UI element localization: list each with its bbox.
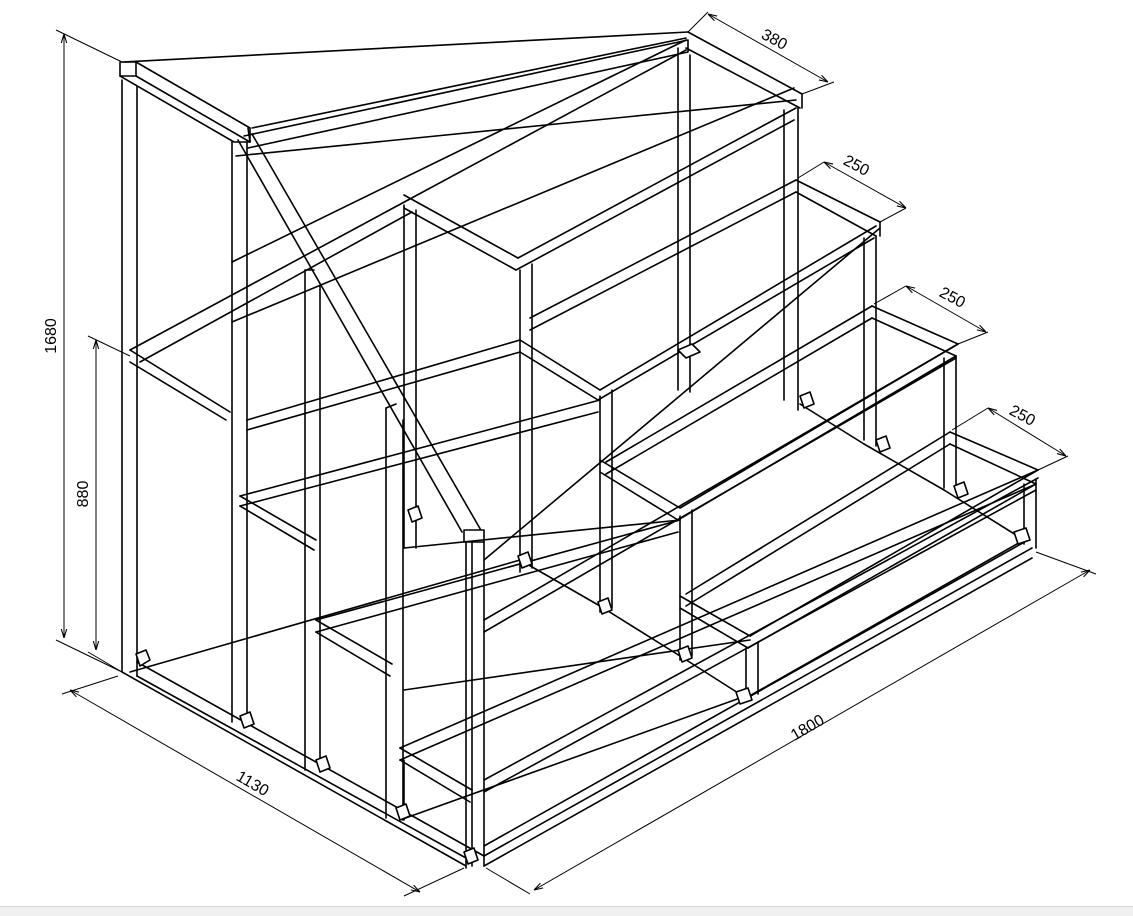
bottom-front-rail <box>483 539 1033 867</box>
dim-tread-2-label: 250 <box>936 284 968 312</box>
dim-tread-1-label: 250 <box>840 152 872 180</box>
dim-tread-3-line <box>988 408 1066 456</box>
dim-length-label: 1800 <box>788 712 827 745</box>
handrail-diagonal <box>237 127 483 533</box>
top-step-front-rail <box>129 49 797 363</box>
front-step-rails <box>399 227 1039 803</box>
dim-depth-line <box>70 690 420 892</box>
dim-top-tread-label: 380 <box>758 26 790 54</box>
dim-lower-height-label: 880 <box>75 481 92 508</box>
left-post-2 <box>231 141 248 727</box>
dimension-lines <box>55 11 1097 897</box>
window-bottom-edge <box>0 906 1133 916</box>
top-rail-tube <box>243 39 689 149</box>
dim-overall-height-label: 1680 <box>43 318 60 354</box>
back-post-middle <box>403 204 417 549</box>
tier-1-rails <box>129 39 797 573</box>
dim-tread-1-line <box>824 162 906 208</box>
tier-4-rails <box>315 431 1039 701</box>
tier-2-rails <box>231 87 881 613</box>
back-post-far-right <box>783 107 799 411</box>
dim-tread-2-line <box>906 286 986 332</box>
dim-top-tread-line <box>708 14 828 82</box>
bottom-left-rail <box>121 661 485 867</box>
base-rails <box>129 403 1025 821</box>
dim-tread-3-label: 250 <box>1006 402 1038 430</box>
back-left-post <box>121 79 138 677</box>
dim-length-line <box>534 570 1090 890</box>
frame-structure <box>119 31 1039 869</box>
front-left-post <box>463 529 485 869</box>
left-post-3 <box>304 269 321 773</box>
